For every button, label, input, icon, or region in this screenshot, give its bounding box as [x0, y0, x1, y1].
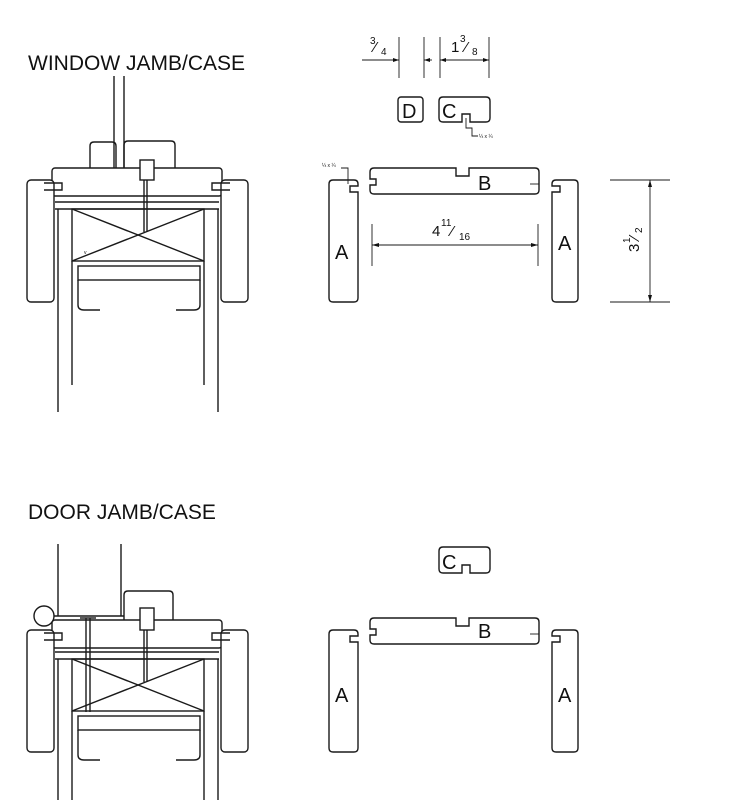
svg-text:11: 11	[441, 218, 452, 229]
groove-note-c: ¼ x ¼	[479, 134, 493, 140]
svg-text:⁄: ⁄	[461, 39, 470, 56]
piece-c	[438, 96, 491, 123]
piece-a-right-label: A	[558, 233, 572, 255]
svg-text:2: 2	[634, 227, 645, 233]
door-section-drawing	[26, 544, 249, 800]
svg-text:1: 1	[622, 237, 633, 243]
svg-text:16: 16	[459, 232, 471, 243]
piece-c-label: C	[442, 101, 456, 123]
svg-text:4: 4	[381, 47, 387, 58]
door-piece-b-label: B	[478, 621, 491, 643]
piece-b-label: B	[478, 173, 491, 195]
piece-d-label: D	[402, 101, 416, 123]
svg-text:8: 8	[472, 47, 478, 58]
dimension-c-width: 1 3 ⁄ 8	[451, 34, 478, 58]
door-piece-c-label: C	[442, 552, 456, 574]
dimension-d-width: 3 ⁄ 4	[370, 36, 387, 58]
svg-text:3: 3	[370, 36, 376, 47]
hinge-icon	[33, 605, 55, 627]
door-piece-a-left-label: A	[335, 685, 349, 707]
door-piece-b	[369, 617, 540, 645]
door-exploded-parts: C B A A	[328, 546, 579, 753]
door-section-title: DOOR JAMB/CASE	[28, 501, 216, 524]
piece-d	[397, 96, 424, 123]
door-piece-a-left	[328, 629, 359, 753]
svg-text:⁄: ⁄	[447, 223, 456, 240]
dimension-span: 4 11 ⁄ 16	[432, 218, 471, 243]
svg-text:3: 3	[460, 34, 466, 45]
window-section-drawing: v	[26, 76, 249, 412]
door-piece-c	[438, 546, 491, 574]
svg-text:1: 1	[451, 39, 459, 56]
piece-b	[369, 167, 540, 195]
piece-a-right	[551, 179, 579, 303]
piece-a-left-label: A	[335, 242, 349, 264]
door-piece-a-right	[551, 629, 579, 753]
svg-text:4: 4	[432, 223, 440, 240]
door-piece-a-right-label: A	[558, 685, 572, 707]
svg-text:⁄: ⁄	[370, 39, 379, 56]
dimension-height: 3 1 ⁄ 2	[622, 227, 645, 252]
window-section-title: WINDOW JAMB/CASE	[28, 52, 245, 75]
svg-text:3: 3	[626, 244, 643, 252]
piece-a-left	[328, 179, 359, 303]
svg-text:v: v	[84, 250, 87, 256]
groove-note-a: ¼ x ¼	[322, 163, 336, 169]
window-exploded-parts: 3 ⁄ 4 1 3 ⁄ 8 D C ¼ x ¼ B A	[322, 34, 670, 303]
svg-text:⁄: ⁄	[626, 234, 643, 243]
